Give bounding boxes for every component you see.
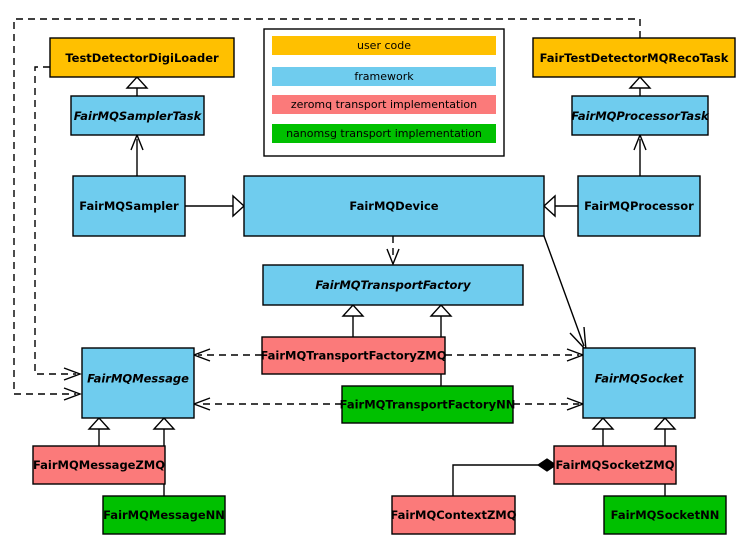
node-box-FairMQTransportFactoryZMQ[interactable]	[261, 336, 446, 375]
node-box-FairMQMessageNN[interactable]	[102, 495, 226, 535]
node-TestDetectorDigiLoader[interactable]: TestDetectorDigiLoader	[49, 37, 235, 78]
node-box-FairMQSampler[interactable]	[72, 175, 186, 237]
node-label-FairMQTransportFactoryNN: FairMQTransportFactoryNN	[340, 398, 516, 412]
node-label-FairMQSocket: FairMQSocket	[595, 372, 684, 386]
node-box-FairMQSocketZMQ[interactable]	[553, 445, 677, 485]
node-label-FairMQSocketZMQ: FairMQSocketZMQ	[556, 458, 675, 472]
edge-factorynn-to-message	[192, 397, 342, 411]
node-label-FairMQDevice: FairMQDevice	[349, 199, 438, 213]
edge-factoryzmq-to-factory	[341, 303, 365, 337]
node-label-FairMQMessage: FairMQMessage	[87, 372, 189, 386]
node-box-FairMQTransportFactoryNN[interactable]	[341, 385, 514, 424]
node-label-FairMQContextZMQ: FairMQContextZMQ	[390, 508, 516, 522]
node-box-TestDetectorDigiLoader[interactable]	[49, 37, 235, 78]
edge-factoryzmq-to-socket	[445, 348, 585, 362]
node-label-FairMQTransportFactoryZMQ: FairMQTransportFactoryZMQ	[260, 349, 446, 363]
edge-processor-to-device	[542, 194, 578, 218]
node-label-FairMQSocketNN: FairMQSocketNN	[611, 508, 720, 522]
node-label-TestDetectorDigiLoader: TestDetectorDigiLoader	[65, 51, 219, 65]
node-FairMQMessage[interactable]: FairMQMessage	[81, 347, 195, 419]
edge-factoryzmq-to-message	[192, 348, 262, 362]
edge-sampler-to-device	[185, 194, 246, 218]
node-label-FairMQMessageNN: FairMQMessageNN	[103, 508, 225, 522]
node-FairMQProcessor[interactable]: FairMQProcessor	[577, 175, 701, 237]
node-box-FairMQSocket[interactable]	[582, 347, 696, 419]
edge-contextzmq-to-socketzmq	[452, 458, 558, 496]
legend: user code framework zeromq transport imp…	[263, 28, 505, 157]
node-label-FairMQSampler: FairMQSampler	[79, 199, 179, 213]
legend-item-framework: framework	[272, 67, 496, 86]
legend-swatch-user-code	[272, 36, 496, 55]
edge-socketzmq-to-socket	[591, 416, 615, 446]
legend-item-user-code: user code	[272, 36, 496, 55]
node-FairMQSampler[interactable]: FairMQSampler	[72, 175, 186, 237]
node-box-FairMQSocketNN[interactable]	[603, 495, 727, 535]
legend-swatch-nanomsg	[272, 124, 496, 143]
edge-samplertask-to-digiloader	[125, 75, 149, 96]
edge-device-to-transportfactory	[386, 236, 400, 266]
node-label-FairMQProcessor: FairMQProcessor	[584, 199, 694, 213]
legend-label-nanomsg: nanomsg transport implementation	[286, 127, 482, 140]
node-label-FairTestDetectorMQRecoTask: FairTestDetectorMQRecoTask	[540, 51, 729, 65]
legend-swatch-framework	[272, 67, 496, 86]
node-label-FairMQProcessorTask: FairMQProcessorTask	[571, 109, 710, 123]
legend-swatch-zeromq	[272, 95, 496, 114]
node-label-FairMQSamplerTask: FairMQSamplerTask	[74, 109, 203, 123]
node-box-FairMQMessageZMQ[interactable]	[32, 445, 166, 485]
node-FairMQTransportFactoryNN[interactable]: FairMQTransportFactoryNN	[340, 385, 516, 424]
edge-factorynn-to-socket	[513, 397, 585, 411]
node-label-FairMQMessageZMQ: FairMQMessageZMQ	[33, 458, 165, 472]
node-box-FairMQSamplerTask[interactable]	[70, 95, 205, 136]
node-FairMQSocket[interactable]: FairMQSocket	[582, 347, 696, 419]
node-box-FairMQDevice[interactable]	[243, 175, 545, 237]
legend-label-user-code: user code	[357, 39, 411, 52]
node-FairMQDevice[interactable]: FairMQDevice	[243, 175, 545, 237]
legend-item-nanomsg: nanomsg transport implementation	[272, 124, 496, 143]
node-box-FairMQProcessorTask[interactable]	[571, 95, 709, 136]
node-FairMQSocketNN[interactable]: FairMQSocketNN	[603, 495, 727, 535]
node-FairTestDetectorMQRecoTask[interactable]: FairTestDetectorMQRecoTask	[532, 37, 736, 78]
node-FairMQMessageZMQ[interactable]: FairMQMessageZMQ	[32, 445, 166, 485]
node-layer: TestDetectorDigiLoader FairTestDetectorM…	[32, 37, 736, 535]
node-FairMQContextZMQ[interactable]: FairMQContextZMQ	[390, 495, 517, 535]
node-FairMQTransportFactory[interactable]: FairMQTransportFactory	[262, 264, 524, 306]
edge-processor-to-processortask	[633, 133, 647, 176]
edge-device-to-socket	[543, 235, 587, 352]
legend-item-zeromq: zeromq transport implementation	[272, 95, 496, 114]
legend-label-zeromq: zeromq transport implementation	[291, 98, 477, 111]
node-FairMQProcessorTask[interactable]: FairMQProcessorTask	[571, 95, 710, 136]
edge-processortask-to-recotask	[628, 75, 652, 96]
edge-digiloader-to-message	[34, 66, 82, 381]
edge-recotask-to-message	[13, 18, 641, 401]
node-FairMQSocketZMQ[interactable]: FairMQSocketZMQ	[553, 445, 677, 485]
node-FairMQSamplerTask[interactable]: FairMQSamplerTask	[70, 95, 205, 136]
node-box-FairMQTransportFactory[interactable]	[262, 264, 524, 306]
legend-label-framework: framework	[354, 70, 414, 83]
node-FairMQTransportFactoryZMQ[interactable]: FairMQTransportFactoryZMQ	[260, 336, 447, 375]
node-label-FairMQTransportFactory: FairMQTransportFactory	[315, 278, 471, 292]
node-FairMQMessageNN[interactable]: FairMQMessageNN	[102, 495, 226, 535]
node-box-FairMQContextZMQ[interactable]	[391, 495, 516, 535]
node-box-FairMQMessage[interactable]	[81, 347, 195, 419]
node-box-FairTestDetectorMQRecoTask[interactable]	[532, 37, 736, 78]
node-box-FairMQProcessor[interactable]	[577, 175, 701, 237]
edge-sampler-to-samplertask	[130, 133, 144, 176]
edge-messagezmq-to-message	[87, 416, 111, 446]
